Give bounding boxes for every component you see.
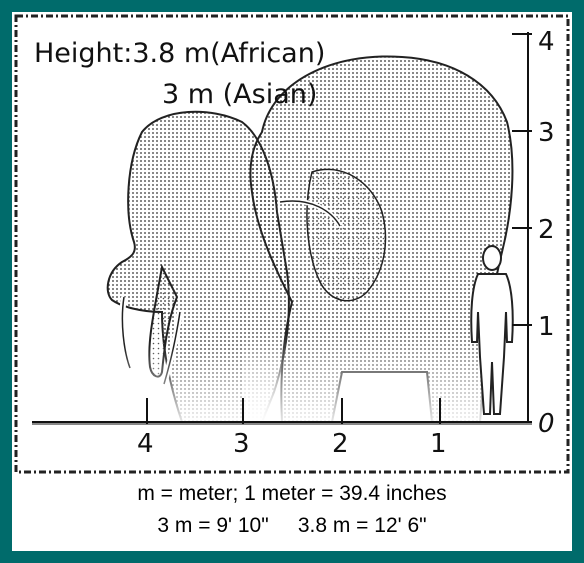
vertical-tick-1: 1 — [538, 312, 555, 342]
horizontal-tick-4: 4 — [137, 429, 154, 459]
illustration-panel: 0 1 2 3 4 4 3 2 1 Height:3.8 m(African) … — [14, 14, 570, 474]
height-title-line1: Height:3.8 m(African) — [34, 38, 325, 69]
horizontal-length-ruler: 4 3 2 1 — [32, 398, 532, 459]
vertical-tick-3: 3 — [538, 118, 555, 148]
caption-line2: 3 m = 9' 10" 3.8 m = 12' 6" — [157, 514, 427, 537]
human-silhouette — [470, 245, 514, 415]
height-title-line2: 3 m (Asian) — [162, 79, 317, 110]
horizontal-tick-1: 1 — [430, 429, 447, 459]
vertical-tick-4: 4 — [538, 27, 555, 57]
vertical-tick-2: 2 — [538, 215, 555, 245]
conversion-caption: m = meter; 1 meter = 39.4 inches 3 m = 9… — [12, 478, 572, 551]
vertical-tick-0: 0 — [538, 409, 555, 439]
caption-line1: m = meter; 1 meter = 39.4 inches — [137, 482, 447, 505]
african-elephant-illustration — [242, 52, 522, 427]
vertical-height-ruler: 0 1 2 3 4 — [512, 27, 555, 439]
horizontal-tick-3: 3 — [233, 429, 250, 459]
horizontal-tick-2: 2 — [332, 429, 349, 459]
